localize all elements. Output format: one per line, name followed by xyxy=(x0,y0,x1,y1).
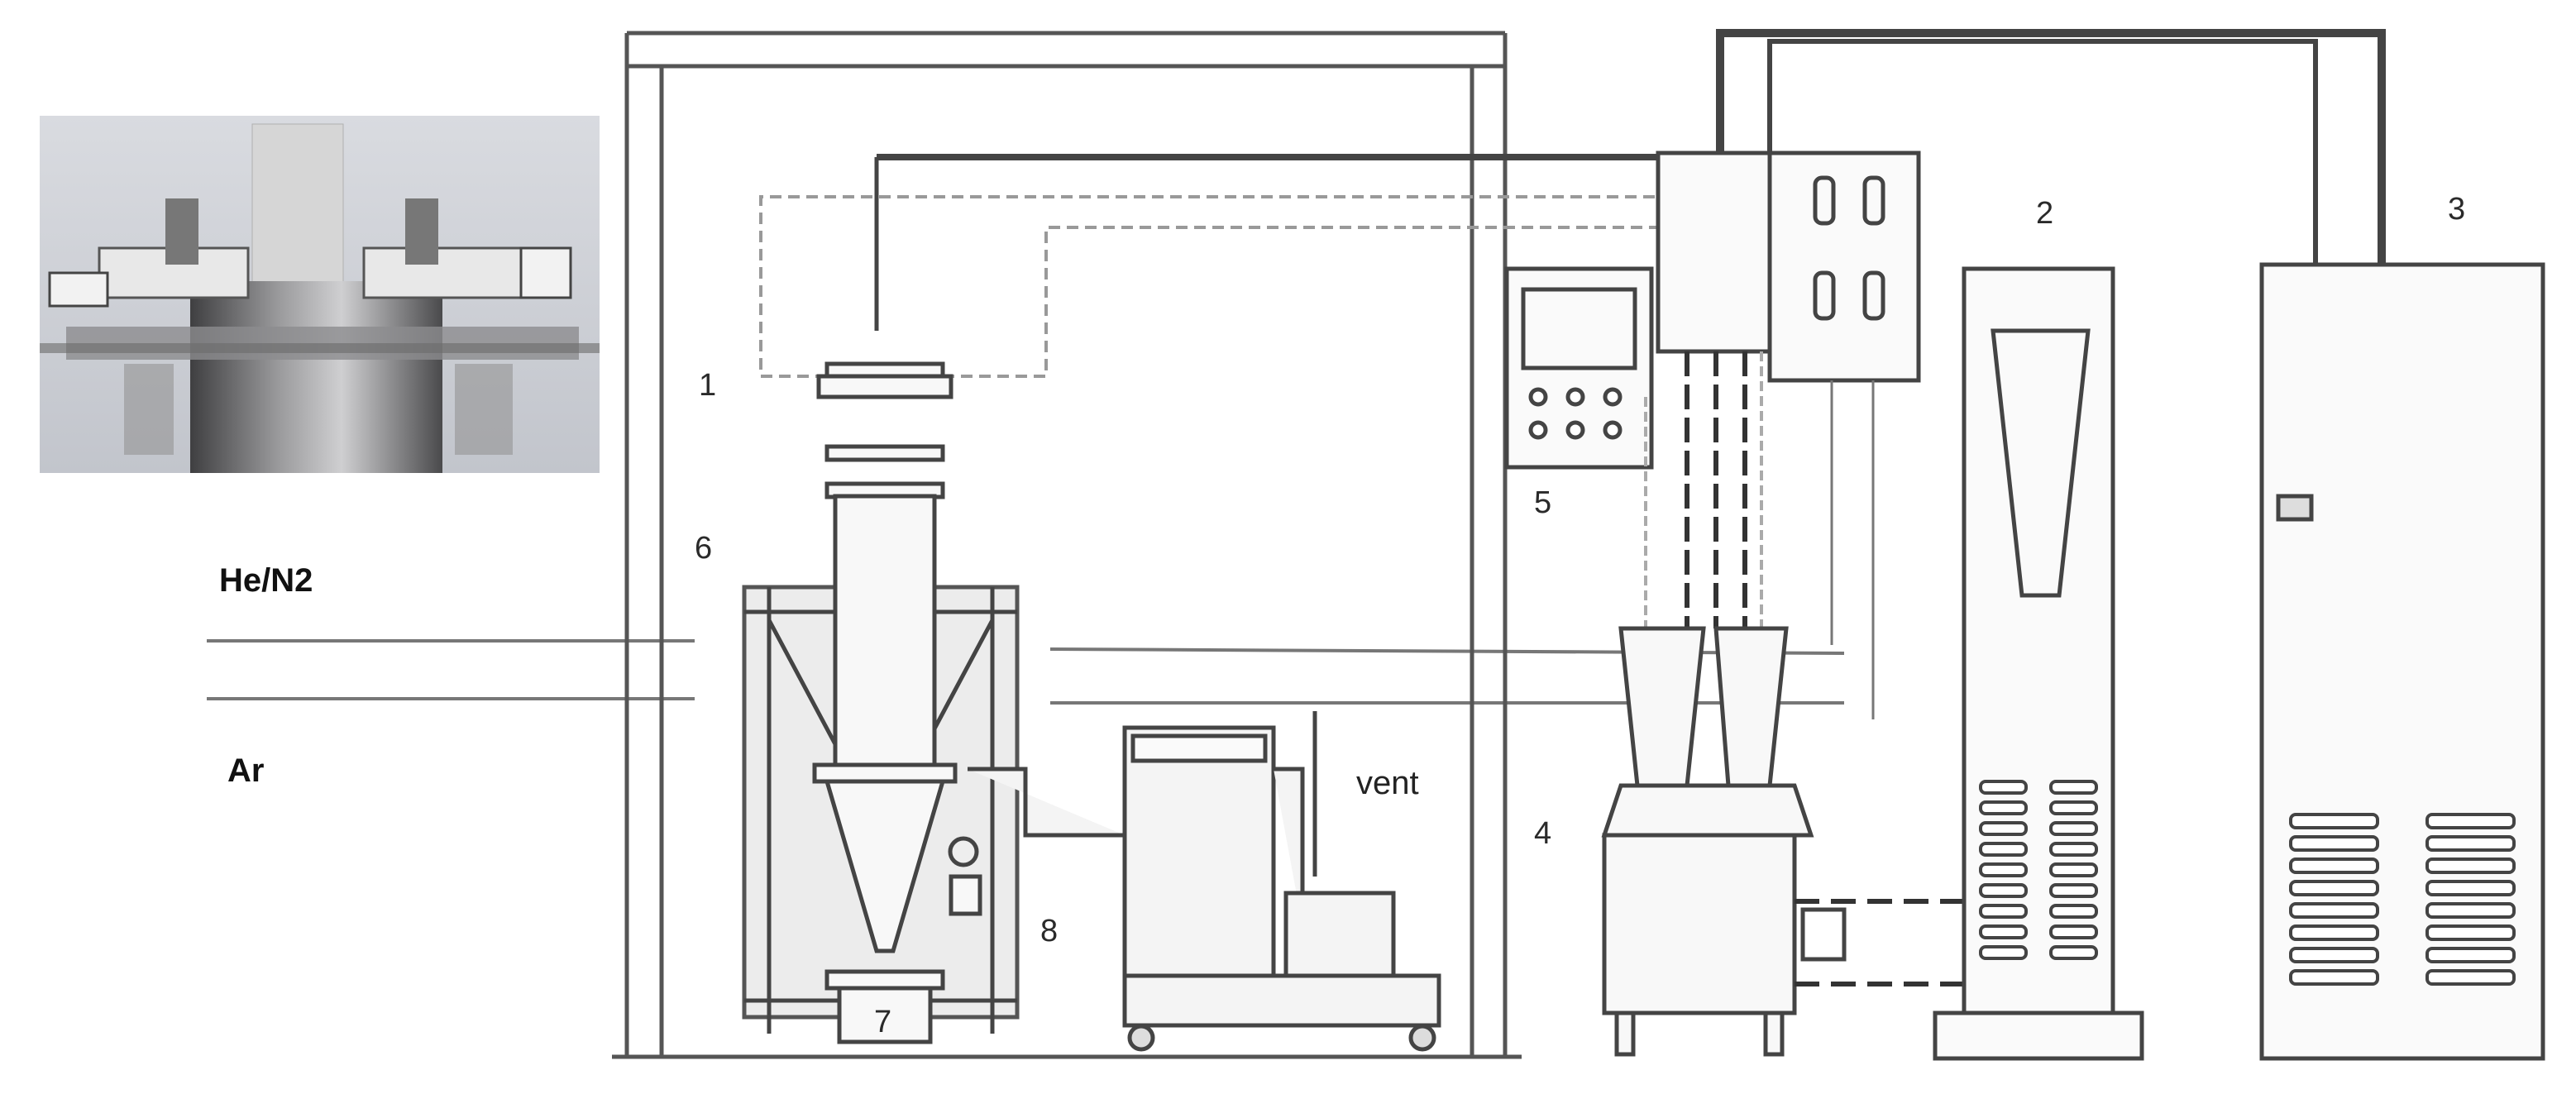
gas-feed-lines xyxy=(207,639,1845,705)
label-3: 3 xyxy=(2448,192,2465,227)
label-he-n2: He/N2 xyxy=(219,562,313,599)
enclosure-frame xyxy=(612,31,1522,1059)
top-pipelines xyxy=(874,29,2386,331)
label-1: 1 xyxy=(699,368,716,403)
label-4: 4 xyxy=(1534,816,1551,851)
cabinet-3 xyxy=(2259,262,2545,1061)
filter-unit xyxy=(968,711,1441,1052)
nozzle-cross-section-inset xyxy=(40,116,600,473)
power-supply-4 xyxy=(1601,626,1847,1057)
junction-light-dashed xyxy=(1644,351,1763,628)
label-5: 5 xyxy=(1534,485,1551,520)
label-8: 8 xyxy=(1040,914,1058,948)
reactor-column xyxy=(812,361,982,1044)
label-7: 7 xyxy=(874,1005,891,1039)
junction-dashed-links xyxy=(1685,351,1747,628)
label-2: 2 xyxy=(2036,196,2053,231)
label-ar: Ar xyxy=(227,752,264,789)
label-6: 6 xyxy=(695,531,712,566)
label-vent: vent xyxy=(1356,765,1419,801)
dashed-control-lines xyxy=(759,195,1745,378)
control-panel xyxy=(1504,266,1654,470)
junction-boxes xyxy=(1656,150,1921,383)
dashed-link-4-2 xyxy=(1795,899,1968,987)
cabinet-2 xyxy=(1933,266,2144,1061)
junction-thin-links xyxy=(1830,380,1875,719)
